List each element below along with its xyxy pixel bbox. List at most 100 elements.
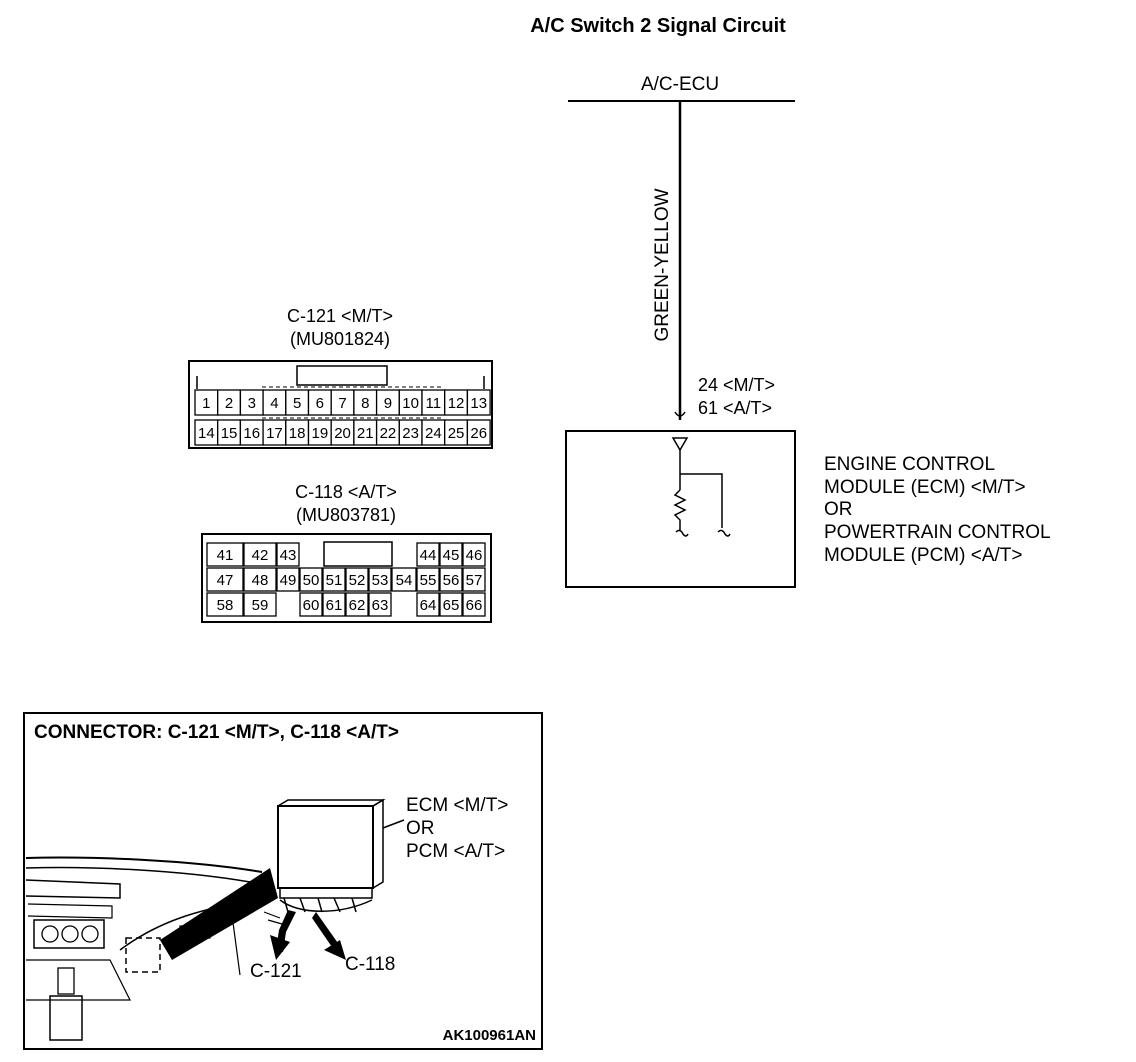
connector-pin-number: 4 [270,395,278,412]
connector-pin-number: 15 [221,425,238,442]
connector-pin-number: 26 [470,425,487,442]
connector-pin-number: 1 [202,395,210,412]
connector-pin-number: 6 [316,395,324,412]
svg-text:POWERTRAIN CONTROL: POWERTRAIN CONTROL [824,522,1051,543]
ecm-illustration [263,798,405,960]
callout-c121: C-121 [250,961,302,982]
svg-text:MODULE (PCM) <A/T>: MODULE (PCM) <A/T> [824,545,1022,566]
connector-pin-number: 60 [303,597,320,614]
dashboard-illustration [25,856,278,1041]
connector-pin-number: 41 [217,547,234,564]
connector-pin-number: 3 [248,395,256,412]
connector-pin-cell [322,567,346,592]
ecm-label-line1: ECM <M/T> [406,795,508,816]
connector-location-panel: CONNECTOR: C-121 <M/T>, C-118 <A/T> [23,712,543,1050]
connector-pin-cell [416,542,440,567]
connector-pin-cell [206,567,244,592]
connector-pin-number: 46 [466,547,483,564]
module-box [565,430,796,588]
connector-pin-number: 47 [217,572,234,589]
arrow-c118-icon [312,912,340,950]
ecm-label-line3: PCM <A/T> [406,841,505,862]
location-title: CONNECTOR: C-121 <M/T>, C-118 <A/T> [34,722,399,743]
connector-pin-cell [391,567,417,592]
wire-pin-mark [674,411,686,417]
connector-pin-cell [206,542,244,567]
connector-pin-cell [462,542,486,567]
c121-name: C-121 <M/T> [287,306,393,326]
connector-pin-cell [462,592,486,617]
c121-part-number: (MU801824) [290,329,390,349]
ground-mark-right [717,529,731,537]
terminal-label-at: 61 <A/T> [698,398,772,418]
terminal-triangle-icon [671,437,689,452]
c118-part-number: (MU803781) [296,505,396,525]
connector-pin-cell [345,567,369,592]
connector-pin-cell [206,592,244,617]
connector-pin-number: 55 [420,572,437,589]
connector-pin-number: 7 [338,395,346,412]
connector-pin-cell [243,542,277,567]
ecm-label-line2: OR [406,818,435,839]
connector-pin-number: 66 [466,597,483,614]
terminal-label-mt: 24 <M/T> [698,375,775,395]
connector-pin-number: 17 [266,425,283,442]
connector-pin-number: 23 [402,425,419,442]
svg-text:ENGINE CONTROL: ENGINE CONTROL [824,454,995,475]
connector-pin-number: 65 [443,597,460,614]
connector-pin-number: 58 [217,597,234,614]
connector-pin-cell [466,389,491,416]
connector-pin-number: 22 [380,425,397,442]
connector-pin-number: 43 [280,547,297,564]
connector-pin-number: 63 [372,597,389,614]
connector-pin-number: 19 [312,425,329,442]
connector-pin-cell [439,542,463,567]
connector-pin-number: 57 [466,572,483,589]
connector-pin-number: 21 [357,425,374,442]
connector-pin-number: 8 [361,395,369,412]
connector-pin-cell [276,567,300,592]
connector-pin-number: 16 [243,425,260,442]
figure-code: AK100961AN [443,1027,536,1044]
connector-pin-number: 50 [303,572,320,589]
connector-pin-number: 20 [334,425,351,442]
connector-pin-number: 12 [448,395,465,412]
internal-branch-wire [680,473,723,528]
connector-pin-cell [243,592,277,617]
connector-pin-number: 49 [280,572,297,589]
connector-pin-number: 18 [289,425,306,442]
connector-pin-number: 44 [420,547,437,564]
connector-pin-number: 24 [425,425,442,442]
connector-pin-cell [466,419,491,446]
connector-pin-number: 13 [470,395,487,412]
connector-pin-number: 48 [252,572,269,589]
connector-pin-number: 10 [402,395,419,412]
c118-name: C-118 <A/T> [295,482,397,502]
connector-pin-cell [439,567,463,592]
connector-pin-number: 5 [293,395,301,412]
resistor-icon [673,489,687,530]
svg-text:MODULE (ECM) <M/T>: MODULE (ECM) <M/T> [824,477,1026,498]
connector-pin-number: 51 [326,572,343,589]
wire-color-label: GREEN-YELLOW [652,188,673,341]
connector-pin-cell [299,592,323,617]
connector-pin-number: 54 [396,572,413,589]
connector-pin-number: 62 [349,597,366,614]
connector-pin-cell [322,592,346,617]
connector-pin-number: 56 [443,572,460,589]
connector-pin-number: 59 [252,597,269,614]
connector-pin-number: 61 [326,597,343,614]
connector-pin-cell [416,567,440,592]
connector-pin-number: 11 [426,395,442,412]
connector-pin-number: 42 [252,547,269,564]
connector-pin-cell [345,592,369,617]
connector-pin-cell [368,592,392,617]
connector-pin-number: 2 [225,395,233,412]
ac-ecu-label: A/C-ECU [641,74,719,95]
connector-pin-cell [368,567,392,592]
connector-pin-cell [243,567,277,592]
diagram-title: A/C Switch 2 Signal Circuit [530,15,786,37]
